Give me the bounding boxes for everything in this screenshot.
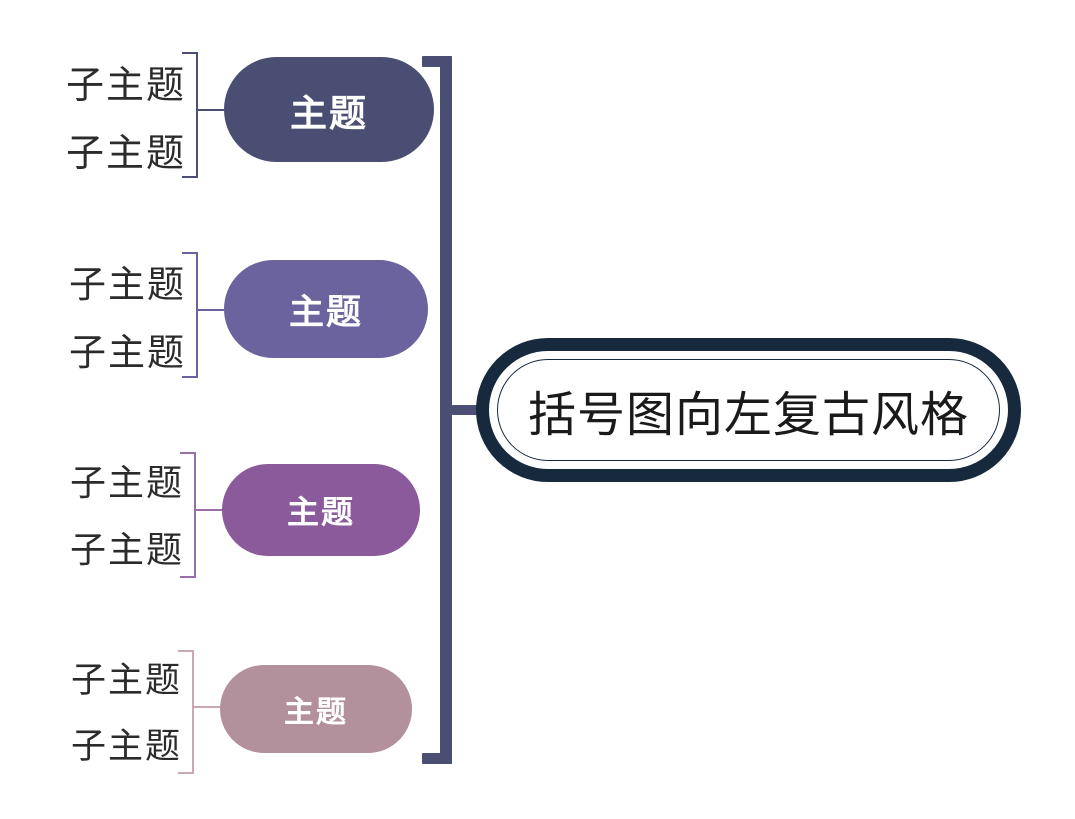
sub-bracket-1-bottom-arm — [182, 176, 198, 178]
sub-bracket-2-stub — [198, 309, 224, 311]
topic-node-2-label: 主题 — [288, 292, 363, 332]
sub-bracket-2 — [182, 252, 198, 378]
topic-node-1[interactable]: 主题 — [224, 57, 434, 162]
main-spine-bottom-arm — [422, 753, 452, 764]
root-connector-stub — [452, 405, 480, 415]
subtopic-label-2-1: 子主题 — [69, 265, 186, 306]
sub-bracket-3 — [180, 452, 196, 578]
main-spine-top-arm — [422, 56, 452, 67]
topic-node-2[interactable]: 主题 — [224, 260, 428, 358]
subtopic-label-4-1: 子主题 — [70, 661, 182, 700]
subtopic-label-1-1: 子主题 — [65, 65, 186, 107]
subtopic-label-3-2: 子主题 — [69, 530, 184, 570]
sub-bracket-2-vertical — [196, 252, 198, 378]
main-spine-vertical — [440, 56, 452, 764]
sub-bracket-3-vertical — [194, 452, 196, 578]
sub-bracket-4 — [178, 650, 194, 774]
sub-bracket-3-stub — [196, 509, 222, 511]
topic-node-4[interactable]: 主题 — [220, 665, 412, 753]
sub-bracket-1 — [182, 52, 198, 178]
sub-bracket-1-vertical — [196, 52, 198, 178]
sub-bracket-2-top-arm — [182, 252, 198, 254]
sub-bracket-2-bottom-arm — [182, 376, 198, 378]
sub-bracket-1-top-arm — [182, 52, 198, 54]
subtopic-label-4-2: 子主题 — [70, 727, 182, 766]
main-spine-bracket — [422, 56, 452, 764]
subtopic-label-1-2: 子主题 — [65, 133, 186, 175]
topic-node-4-label: 主题 — [284, 696, 348, 729]
root-node[interactable]: 括号图向左复古风格 — [476, 338, 1021, 482]
sub-bracket-4-stub — [194, 706, 220, 708]
subtopic-label-2-2: 子主题 — [69, 333, 186, 374]
topic-node-1-label: 主题 — [290, 93, 368, 135]
root-node-label: 括号图向左复古风格 — [527, 389, 969, 442]
sub-bracket-3-bottom-arm — [180, 576, 196, 578]
sub-bracket-4-bottom-arm — [178, 772, 194, 774]
sub-bracket-3-top-arm — [180, 452, 196, 454]
topic-node-3[interactable]: 主题 — [222, 464, 420, 556]
sub-bracket-1-stub — [198, 109, 224, 111]
sub-bracket-4-top-arm — [178, 650, 194, 652]
subtopic-label-3-1: 子主题 — [69, 463, 184, 503]
topic-node-3-label: 主题 — [286, 494, 355, 530]
sub-bracket-4-vertical — [192, 650, 194, 774]
